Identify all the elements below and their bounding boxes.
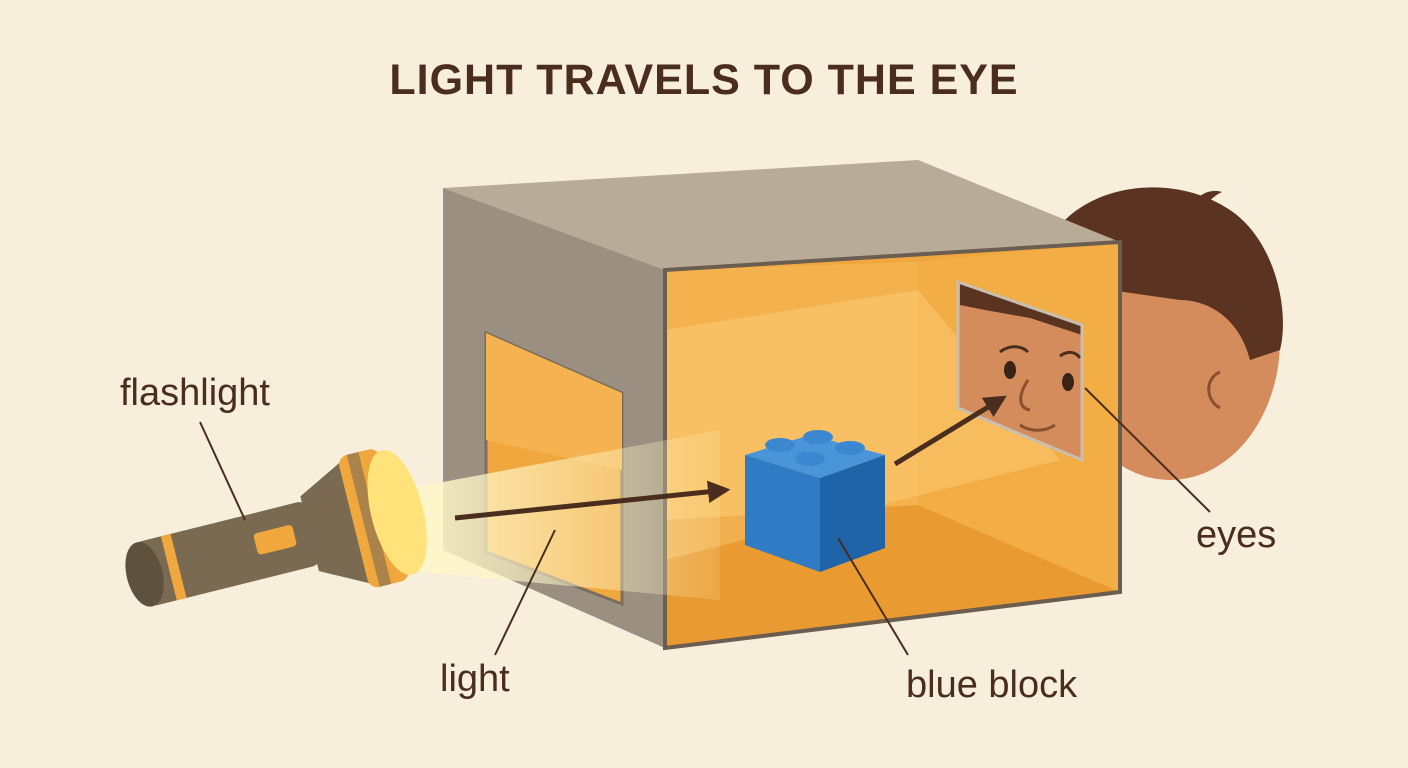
hair-icon <box>1050 187 1283 360</box>
blue-block-icon <box>745 430 885 572</box>
label-blue-block: blue block <box>906 664 1078 706</box>
boy-face <box>956 279 1084 463</box>
arrow-block-to-eye <box>893 395 1007 467</box>
ear-icon <box>1189 344 1241 440</box>
box-top <box>443 160 1120 270</box>
arrow-light-to-block <box>454 480 731 521</box>
label-light: light <box>440 658 510 700</box>
light-beam <box>400 430 720 600</box>
diagram-title: LIGHT TRAVELS TO THE EYE <box>389 56 1019 104</box>
flashlight-icon <box>125 449 427 607</box>
eye-icon <box>1004 361 1016 379</box>
label-eyes: eyes <box>1196 514 1277 556</box>
label-flashlight: flashlight <box>120 372 270 414</box>
leader-lines <box>199 387 1211 656</box>
